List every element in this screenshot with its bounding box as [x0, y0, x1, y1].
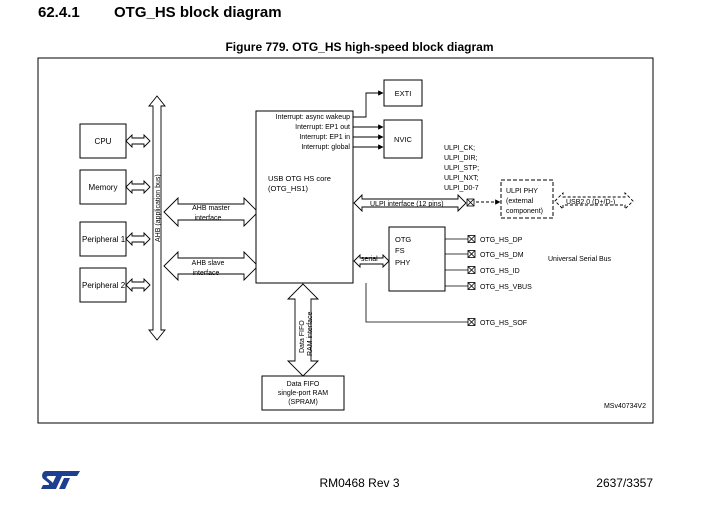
ulpi-pin-marker [466, 198, 475, 207]
ahb-slave-label-2: interface [193, 270, 220, 277]
section-number: 62.4.1 [38, 4, 80, 21]
interrupt-label: Interrupt: async wakeup [276, 114, 350, 121]
ahb-master-label-2: interface [195, 215, 222, 222]
st-logo [41, 471, 80, 489]
fifo-ram-block [261, 375, 345, 411]
ulpi-phy-block [500, 179, 554, 219]
ahb-bus-label: AHB (application bus) [155, 174, 162, 242]
pin-label: OTG_HS_VBUS [480, 284, 532, 291]
interrupt-label: Interrupt: EP1 out [295, 124, 350, 131]
fifo-ram-label-3: (SPRAM) [288, 399, 318, 406]
footer-document-id: RM0468 Rev 3 [319, 476, 400, 490]
exti-label: EXTI [395, 89, 412, 98]
usb20-dashed-arrow [554, 191, 634, 211]
ulpi-interface-arrow [353, 193, 467, 213]
fifo-ram-label-1: Data FIFO [287, 381, 320, 388]
phy-pin-labels: OTG_HS_DP OTG_HS_DM OTG_HS_ID OTG_HS_VBU… [480, 237, 532, 291]
ahb-master-label-1: AHB master [192, 205, 230, 212]
interrupt-label: Interrupt: global [301, 144, 350, 151]
nvic-label: NVIC [394, 135, 413, 144]
section-title: OTG_HS block diagram [114, 4, 282, 21]
usb-bus-label: Universal Serial Bus [548, 256, 612, 263]
cpu-block [79, 123, 127, 159]
figure-frame [37, 57, 654, 424]
peripheral2-label: Peripheral 2 [82, 281, 126, 290]
pin-label: OTG_HS_ID [480, 268, 520, 275]
cpu-label: CPU [95, 137, 112, 146]
interrupt-label: Interrupt: EP1 in [299, 134, 350, 141]
sof-link [365, 283, 476, 326]
block-bus-arrows [125, 133, 151, 293]
ulpi-phy-label-2: (external [506, 198, 534, 205]
ulpi-interface-label: ULPI interface (12 pins) [370, 201, 444, 208]
otg-fs-phy-label-3: PHY [395, 258, 410, 267]
ahb-bus-arrow [148, 95, 166, 341]
serial-label: serial [361, 256, 378, 263]
memory-block [79, 169, 127, 205]
phy-pins [445, 235, 476, 290]
memory-label: Memory [89, 183, 118, 192]
peripheral1-label: Peripheral 1 [82, 235, 126, 244]
peripheral1-block [79, 221, 127, 257]
usb20-label: USB2.0 (D+/D-) [566, 199, 615, 206]
ulpi-signal: ULPI_D0-7 [444, 185, 479, 192]
otg-fs-phy-label-1: OTG [395, 235, 411, 244]
ulpi-signal: ULPI_DIR; [444, 155, 478, 162]
exti-block [383, 79, 423, 107]
core-name-1: USB OTG HS core [268, 174, 331, 183]
core-interrupt-labels: Interrupt: async wakeup Interrupt: EP1 o… [276, 114, 351, 151]
otg-fs-phy-block [388, 226, 446, 292]
ulpi-phy-label-1: ULPI PHY [506, 188, 538, 195]
ulpi-phy-label-3: component) [506, 208, 543, 215]
fifo-ram-label-2: single-port RAM [278, 390, 328, 397]
pin-label: OTG_HS_DM [480, 252, 524, 259]
figure-title: Figure 779. OTG_HS high-speed block diag… [225, 40, 494, 54]
interrupt-arrows [353, 90, 384, 150]
figure-reference: MSv40734V2 [604, 403, 646, 410]
ulpi-signal-labels: ULPI_CK; ULPI_DIR; ULPI_STP; ULPI_NXT; U… [444, 145, 479, 192]
fifo-link-label-1: Data FIFO [299, 320, 306, 353]
nvic-block [383, 119, 423, 159]
ulpi-signal: ULPI_STP; [444, 165, 479, 172]
otg-fs-phy-label-2: FS [395, 246, 405, 255]
ahb-slave-label-1: AHB slave [192, 260, 225, 267]
otg-hs-core-block [255, 110, 354, 284]
fifo-link-label-2: RAM interface [307, 312, 314, 356]
footer-page-number: 2637/3357 [596, 476, 653, 490]
pin-label: OTG_HS_DP [480, 237, 523, 244]
core-name-2: (OTG_HS1) [268, 184, 309, 193]
ulpi-signal: ULPI_NXT; [444, 175, 479, 182]
sof-label: OTG_HS_SOF [480, 320, 527, 327]
ulpi-signal: ULPI_CK; [444, 145, 475, 152]
